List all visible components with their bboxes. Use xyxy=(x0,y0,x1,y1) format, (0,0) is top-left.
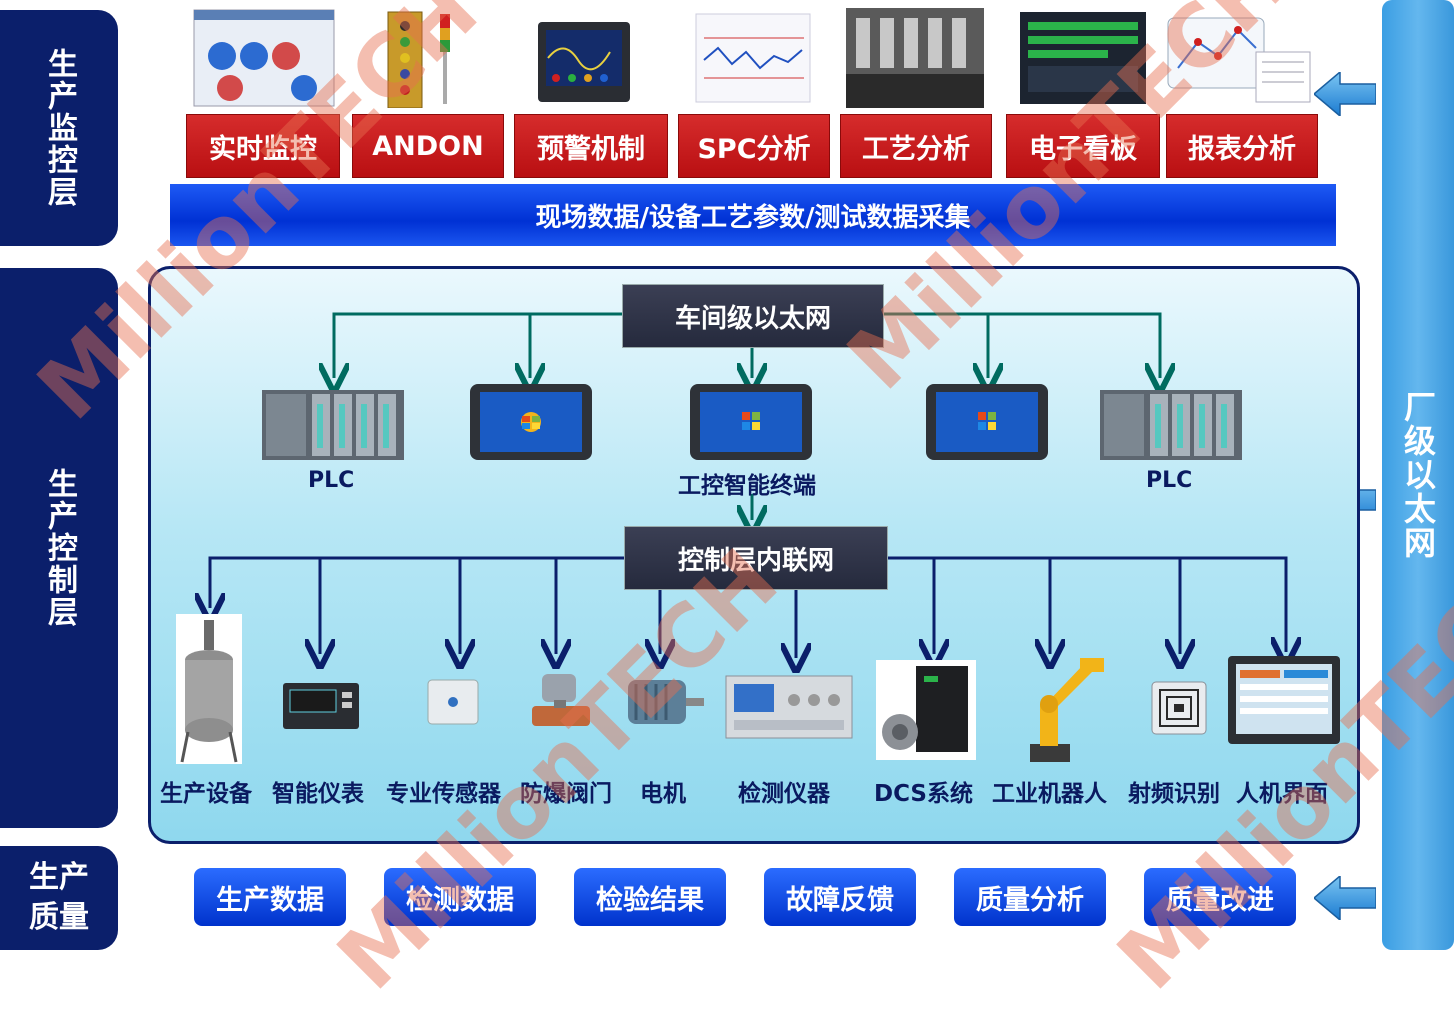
arrow-left-icon xyxy=(1314,876,1376,920)
data-collection-band: 现场数据/设备工艺参数/测试数据采集 xyxy=(170,184,1336,246)
monitor-item-process: 工艺分析 xyxy=(840,114,992,178)
industrial-robot-icon xyxy=(1030,658,1104,762)
andon-light-thumbnail xyxy=(387,11,450,108)
quality-item-quality-improvement: 质量改进 xyxy=(1144,868,1296,926)
workshop-ethernet-box: 车间级以太网 xyxy=(622,284,884,348)
plc-right-label: PLC xyxy=(1146,468,1193,493)
device-label-dcs: DCS系统 xyxy=(874,781,973,807)
layer-label-control: 生产控制层 xyxy=(0,268,118,828)
monitor-item-report: 报表分析 xyxy=(1166,114,1318,178)
test-instrument-icon xyxy=(725,675,853,739)
process-machine-thumbnail xyxy=(846,8,984,108)
device-label-hmi: 人机界面 xyxy=(1236,781,1328,807)
device-label-smart-meter: 智能仪表 xyxy=(272,781,364,807)
device-label-robot: 工业机器人 xyxy=(992,781,1107,807)
device-label-sensor: 专业传感器 xyxy=(386,781,501,807)
device-label-rfid: 射频识别 xyxy=(1128,781,1220,807)
smart-meter-icon xyxy=(283,683,359,729)
monitor-item-andon: ANDON xyxy=(352,114,504,178)
hmi-panel-icon xyxy=(1228,656,1340,744)
quality-item-fault-feedback: 故障反馈 xyxy=(764,868,916,926)
industrial-tablet-icon xyxy=(690,384,812,460)
plc-rack-icon xyxy=(262,390,404,460)
spc-chart-thumbnail xyxy=(695,13,811,103)
device-label-motor: 电机 xyxy=(640,781,686,807)
report-analysis-thumbnail xyxy=(1167,17,1311,103)
quality-item-inspection-result: 检验结果 xyxy=(574,868,726,926)
device-label-valve: 防爆阀门 xyxy=(520,781,612,807)
monitor-item-warning: 预警机制 xyxy=(514,114,668,178)
electronic-board-thumbnail xyxy=(1020,12,1146,104)
monitor-item-spc: SPC分析 xyxy=(678,114,830,178)
sensor-icon xyxy=(427,679,479,725)
network-connections xyxy=(0,312,1454,955)
industrial-tablet-icon xyxy=(470,384,592,460)
plc-rack-icon xyxy=(1100,390,1242,460)
monitor-item-eboard: 电子看板 xyxy=(1006,114,1160,178)
terminal-center-label: 工控智能终端 xyxy=(678,473,816,499)
realtime-monitor-thumbnail xyxy=(193,9,335,107)
warning-hmi-thumbnail xyxy=(538,22,630,102)
quality-item-production-data: 生产数据 xyxy=(194,868,346,926)
layer-label-monitor: 生产监控层 xyxy=(0,10,118,246)
industrial-tablet-icon xyxy=(926,384,1048,460)
quality-item-quality-analysis: 质量分析 xyxy=(954,868,1106,926)
motor-icon xyxy=(628,680,704,724)
arrow-left-icon xyxy=(1314,72,1376,116)
quality-item-inspection-data: 检测数据 xyxy=(384,868,536,926)
control-layer-panel xyxy=(148,266,1360,844)
control-intranet-box: 控制层内联网 xyxy=(624,526,888,590)
factory-ethernet-bar: 厂级以太网 xyxy=(1382,0,1454,950)
explosion-proof-valve-icon xyxy=(532,674,590,726)
plc-left-label: PLC xyxy=(308,468,355,493)
monitor-item-realtime: 实时监控 xyxy=(186,114,340,178)
layer-label-quality: 生产质量 xyxy=(0,846,118,950)
device-label-production-equipment: 生产设备 xyxy=(160,781,252,807)
rfid-tag-icon xyxy=(1151,681,1207,735)
device-label-instrument: 检测仪器 xyxy=(738,781,830,807)
reactor-vessel-icon xyxy=(176,614,242,764)
dcs-system-icon xyxy=(876,660,976,760)
